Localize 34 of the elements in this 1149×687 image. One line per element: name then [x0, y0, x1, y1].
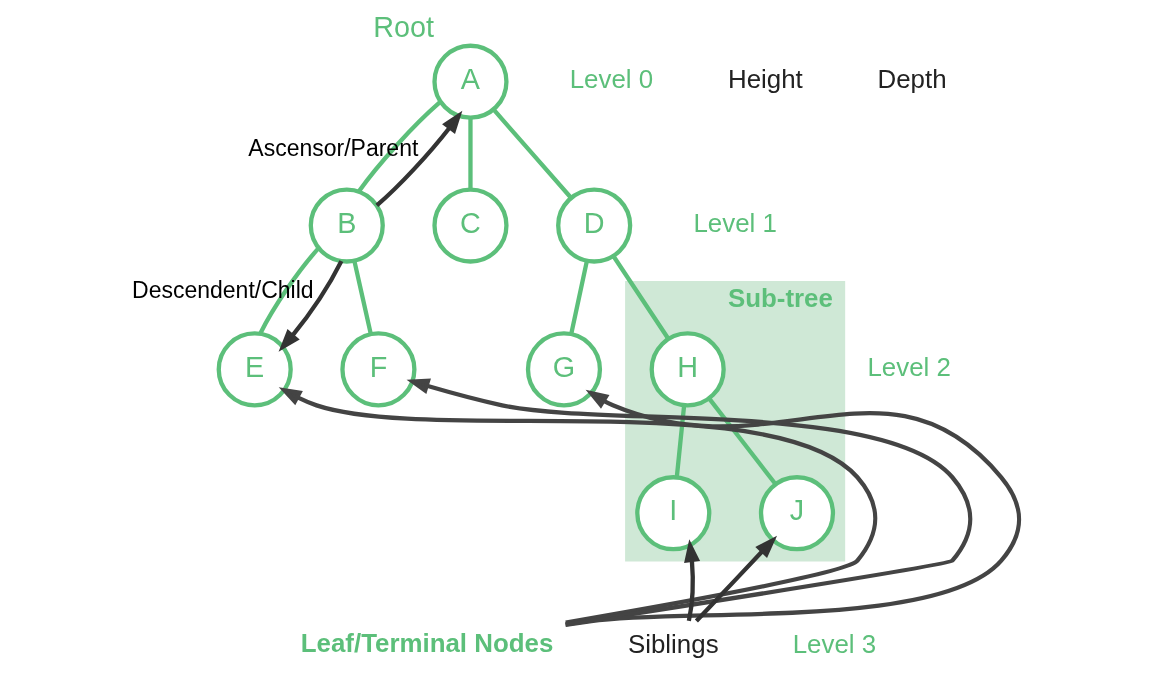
- arrow: [694, 535, 777, 623]
- label: Level 1: [692, 208, 777, 237]
- node-circle: B: [308, 187, 385, 264]
- arrow: [564, 389, 1021, 628]
- connector: [351, 260, 373, 335]
- node-text: Leaf/Terminal Nodes: [300, 628, 553, 657]
- connector: [707, 397, 777, 486]
- label: Depth: [877, 65, 947, 94]
- node-circle: G: [525, 331, 602, 408]
- node-circle: J: [758, 475, 835, 552]
- arrow: [374, 110, 462, 208]
- node-circle: C: [431, 187, 509, 264]
- connector: [611, 255, 670, 340]
- node-circle: I: [634, 475, 711, 552]
- arrow: [278, 387, 877, 625]
- label: Level 0: [569, 65, 653, 94]
- connector: [257, 246, 320, 335]
- connector: [467, 118, 473, 190]
- connector: [568, 260, 589, 335]
- label: Level 2: [866, 352, 951, 381]
- connector: [674, 405, 686, 478]
- node-circle: H: [649, 331, 726, 408]
- node-circle: D: [555, 187, 632, 264]
- node-text: Siblings: [627, 630, 719, 659]
- connector: [356, 100, 441, 193]
- arrow: [278, 260, 343, 352]
- node-circle: A: [431, 43, 509, 120]
- node-circle: F: [339, 331, 417, 408]
- label: Height: [727, 65, 803, 94]
- connector: [491, 108, 573, 200]
- label: Level 3: [792, 630, 876, 659]
- node-circle: E: [216, 331, 293, 408]
- arrow: [683, 539, 700, 622]
- node-label: Root: [372, 11, 434, 44]
